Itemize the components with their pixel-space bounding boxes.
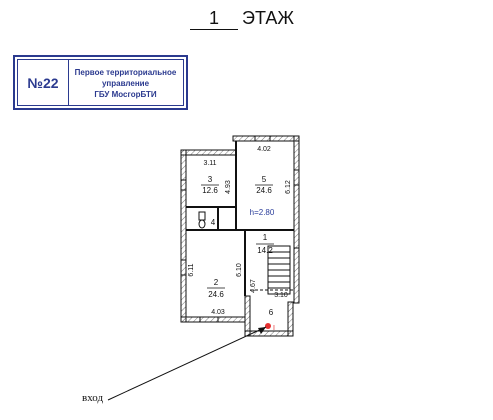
inner-walls	[186, 141, 294, 296]
dim-310: 3.10	[274, 292, 288, 299]
stamp-number: №22	[18, 60, 69, 105]
stamp-text: Первое территориальное управление ГБУ Мо…	[70, 63, 181, 103]
stamp-line-3: ГБУ МосгорБТИ	[94, 89, 157, 99]
stamp-frame: №22 Первое территориальное управление ГБ…	[17, 59, 184, 106]
stamp-line-2: управление	[101, 78, 150, 88]
entrance-arrow-head	[258, 327, 266, 334]
entrance-mark: I	[273, 325, 275, 332]
floor-label: ЭТАЖ	[242, 8, 294, 28]
dim-611: 6.11	[188, 263, 195, 276]
room-6-id: 6	[269, 308, 274, 317]
room-2-area: 24.6	[208, 290, 224, 299]
dim-403: 4.03	[211, 309, 225, 316]
entrance-arrow-line	[107, 326, 267, 401]
dim-402: 4.02	[257, 146, 271, 153]
ceiling-height: h=2.80	[250, 208, 275, 217]
stamp-line-1: Первое территориальное	[74, 67, 177, 77]
dim-612: 6.12	[285, 180, 292, 194]
room-4-id: 4	[211, 218, 216, 227]
staircase	[267, 245, 291, 295]
outer-walls	[180, 135, 300, 337]
windows	[181, 136, 299, 322]
dim-493: 4.93	[225, 180, 232, 194]
room-1-id: 1	[263, 233, 268, 242]
dim-311: 3.11	[203, 160, 216, 167]
room-3-id: 3	[208, 175, 213, 184]
toilet-icon	[198, 211, 206, 229]
room-5-id: 5	[262, 175, 267, 184]
dim-467: 4.67	[250, 279, 257, 293]
entrance-dot	[265, 323, 271, 329]
bti-stamp: №22 Первое территориальное управление ГБ…	[13, 55, 188, 110]
room-1-area: 14.2	[257, 246, 273, 255]
room-3-area: 12.6	[202, 186, 218, 195]
room-2-id: 2	[214, 278, 219, 287]
floor-number: 1	[190, 8, 238, 30]
entrance-label: вход	[82, 392, 104, 404]
room-5-area: 24.6	[256, 186, 272, 195]
dim-610: 6.10	[236, 263, 243, 277]
